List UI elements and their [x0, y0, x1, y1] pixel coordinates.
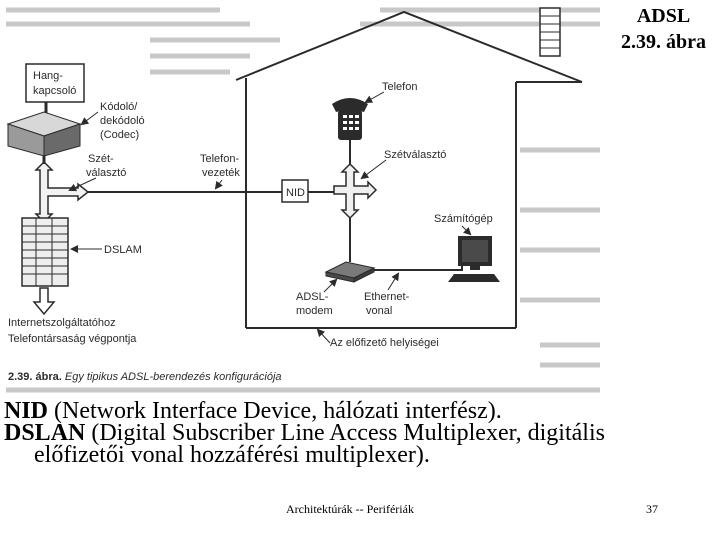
voice-switch-label-1: Hang- [33, 70, 63, 82]
dslan-term: DSLAN [4, 420, 86, 446]
codec-label-3: (Codec) [100, 129, 139, 141]
codec-pointer [80, 111, 99, 126]
voice-switch-label-2: kapcsoló [33, 85, 76, 97]
caption-text: Egy tipikus ADSL-berendezés konfiguráció… [62, 371, 282, 383]
caption-number: 2.39. ábra. [8, 371, 62, 383]
dslan-definition: DSLAN (Digital Subscriber Line Access Mu… [4, 420, 720, 446]
phone-line-label-1: Telefon- [200, 153, 239, 165]
ethernet-label-2: vonal [366, 305, 392, 317]
dslam-rack [21, 217, 69, 287]
nid-term: NID [4, 398, 49, 424]
chimney [539, 7, 561, 57]
modem-pointer [323, 278, 338, 293]
codec-box [6, 111, 82, 157]
figure-caption: 2.39. ábra. Egy tipikus ADSL-berendezés … [8, 371, 282, 383]
telephone-pointer [364, 91, 385, 103]
right-splitter-pointer [360, 159, 387, 180]
premises-pointer [316, 328, 331, 344]
nid-label: NID [286, 187, 305, 199]
isp-label-1: Internetszolgáltatóhoz [8, 317, 116, 329]
nid-definition: NID (Network Interface Device, hálózati … [4, 398, 720, 424]
modem-label-2: modem [296, 305, 333, 317]
scanned-figure: Hang- kapcsoló Kódoló/ dekódoló (Codec) … [6, 3, 706, 393]
telephone-label: Telefon [382, 81, 417, 93]
adsl-diagram: Hang- kapcsoló Kódoló/ dekódoló (Codec) … [6, 7, 600, 393]
modem-label-1: ADSL- [296, 291, 329, 303]
body-text: NID (Network Interface Device, hálózati … [4, 398, 720, 468]
slide-title: ADSL 2.39. ábra [621, 3, 706, 55]
left-splitter-pointer [68, 177, 97, 192]
page-number: 37 [646, 502, 658, 516]
background-scan-text [6, 7, 600, 393]
dslam-label: DSLAM [104, 244, 142, 256]
computer-icon [448, 236, 500, 282]
ethernet-cable [374, 256, 463, 271]
isp-down-arrow [32, 287, 56, 316]
nid-description: (Network Interface Device, hálózati inte… [48, 398, 502, 424]
codec-label-2: dekódoló [100, 115, 145, 127]
computer-label: Számítógép [434, 213, 493, 225]
dslan-definition-cont: előfizetői vonal hozzáférési multiplexer… [34, 442, 430, 468]
premises-label: Az előfizető helyiségei [330, 337, 439, 349]
dslan-description-1: (Digital Subscriber Line Access Multiple… [85, 420, 605, 446]
phone-line-pointer [214, 179, 223, 190]
phone-line-label-2: vezeték [202, 167, 240, 179]
isp-label-2: Telefontársaság végpontja [8, 333, 137, 345]
slide-title-line-2: 2.39. ábra [621, 31, 706, 53]
left-splitter [34, 160, 90, 224]
adsl-modem [324, 261, 376, 283]
right-splitter [333, 162, 378, 220]
footer-course: Architektúrák -- Perifériák [286, 502, 414, 516]
codec-label-1: Kódoló/ [100, 101, 138, 113]
ethernet-label-1: Ethernet- [364, 291, 410, 303]
telephone-icon [332, 98, 368, 140]
left-splitter-label-1: Szét- [88, 153, 114, 165]
computer-pointer [461, 225, 472, 236]
house-outline [235, 10, 583, 329]
ethernet-pointer [387, 272, 400, 291]
left-splitter-label-2: választó [86, 167, 126, 179]
voice-switch-box: Hang- kapcsoló [25, 63, 85, 103]
slide-title-line-1: ADSL [636, 5, 691, 27]
right-splitter-label: Szétválasztó [384, 149, 446, 161]
